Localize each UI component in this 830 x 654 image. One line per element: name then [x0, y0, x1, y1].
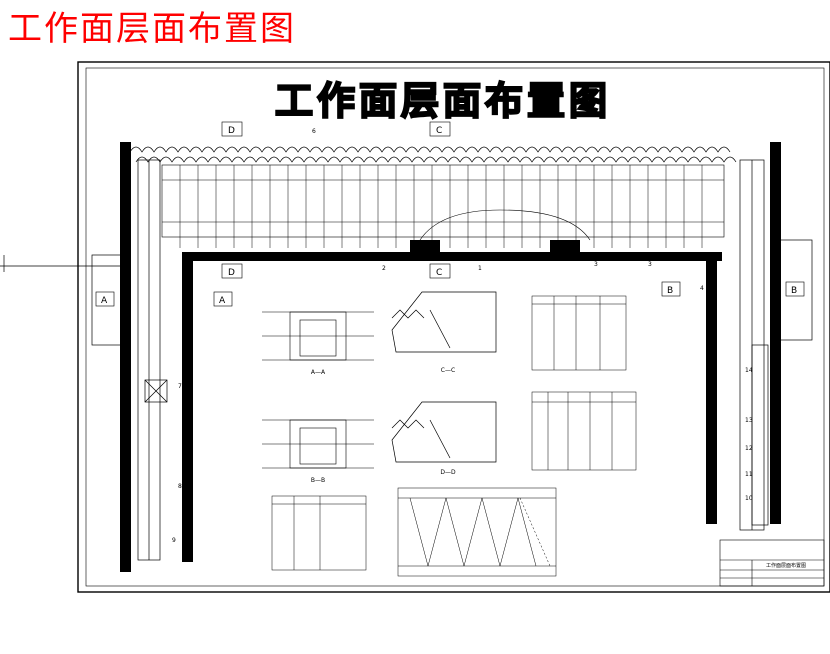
section-label-b-left: B — [667, 286, 673, 296]
callout-12: 12 — [745, 445, 753, 452]
drawing-frame — [77, 61, 830, 593]
callout-13: 13 — [745, 417, 753, 424]
section-markers — [95, 121, 805, 307]
callout-7: 7 — [178, 383, 182, 390]
drawing-inner-frame — [85, 67, 825, 587]
callout-3b: 3 — [648, 261, 652, 268]
section-marker-labels: D C D C A A B B — [101, 126, 797, 306]
callout-9: 9 — [172, 537, 176, 544]
section-label-d-bottom: D — [228, 268, 235, 278]
section-aa-drawing — [262, 311, 374, 361]
section-label-c-top: C — [436, 126, 442, 136]
cycle-chart — [397, 487, 557, 577]
section-bb-drawing — [262, 419, 374, 469]
callout-8: 8 — [178, 483, 182, 490]
section-label-d-top: D — [228, 126, 235, 136]
face-supports — [161, 164, 725, 241]
section-label-c-bottom: C — [436, 268, 442, 278]
section-caption-dd: D—D — [440, 469, 456, 476]
section-label-a-left: A — [101, 296, 108, 306]
section-caption-cc: C—C — [441, 367, 455, 374]
section-dd-drawing — [391, 401, 497, 463]
section-caption-bb: B—B — [311, 477, 325, 484]
support-columns — [179, 165, 703, 248]
callout-2: 2 — [382, 265, 386, 272]
equipment-table-upper — [531, 295, 627, 371]
section-cc-drawing — [391, 291, 497, 353]
callout-4: 4 — [700, 285, 704, 292]
equipment-table-middle — [531, 391, 637, 471]
rock-layer-hatch — [129, 146, 737, 163]
callout-11: 11 — [745, 471, 753, 478]
title-block — [719, 539, 825, 587]
callout-numbers: 1 2 3 3 4 6 7 8 9 10 11 12 13 14 — [172, 128, 753, 544]
callout-1: 1 — [478, 265, 482, 272]
section-caption-aa: A—A — [311, 369, 326, 376]
page-title: 工作面层面布置图 — [8, 9, 296, 49]
callout-6: 6 — [312, 128, 316, 135]
section-label-a-right: A — [219, 296, 226, 306]
equipment-table-lower — [271, 495, 367, 571]
drawing-title: 工作面层面布置图 — [275, 79, 611, 123]
roadway-walls — [120, 142, 781, 572]
callout-14: 14 — [745, 367, 753, 374]
section-label-b-right: B — [791, 286, 797, 296]
gateway-equipment — [0, 159, 813, 561]
callout-3a: 3 — [594, 261, 598, 268]
callout-10: 10 — [745, 495, 753, 502]
title-block-name: 工作面层面布置图 — [766, 562, 806, 569]
